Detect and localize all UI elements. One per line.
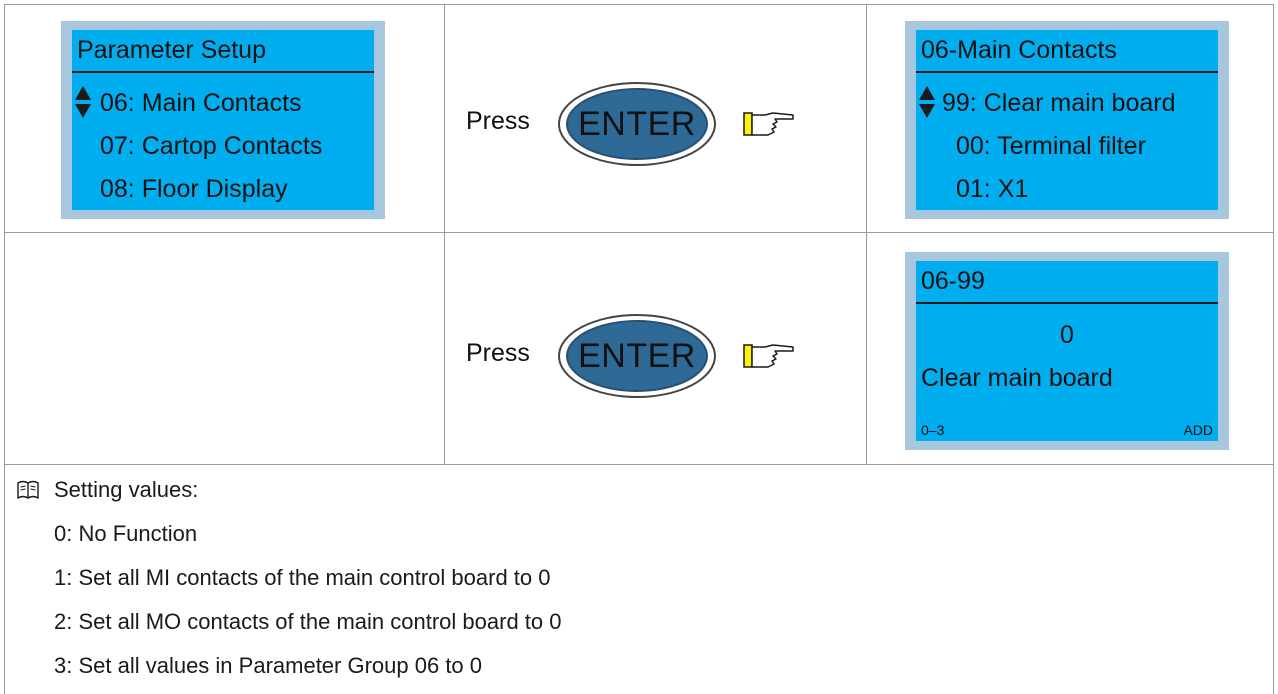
note-item: 1: Set all MI contacts of the main contr…	[54, 565, 551, 590]
menu-item-06[interactable]: 06: Main Contacts	[100, 89, 302, 118]
lcd-parameter-06-99: 06-99 0 Clear main board 0–3 ADD	[905, 252, 1229, 450]
menu-item-code: 01:	[956, 175, 991, 203]
menu-item-00[interactable]: 00: Terminal filter	[956, 132, 1146, 161]
menu-item-label: Clear main board	[983, 89, 1176, 117]
press-label: Press	[466, 107, 530, 135]
enter-button[interactable]: ENTER	[558, 82, 716, 166]
menu-item-07[interactable]: 07: Cartop Contacts	[100, 132, 322, 161]
pointing-hand-icon	[743, 344, 794, 368]
press-label: Press	[466, 339, 530, 367]
menu-item-label: X1	[997, 175, 1029, 203]
parameter-name: Clear main board	[921, 364, 1113, 392]
mode-indicator: ADD	[1183, 422, 1213, 438]
menu-item-label: Cartop Contacts	[141, 132, 323, 160]
column-divider	[866, 4, 867, 464]
column-divider	[444, 4, 445, 464]
lcd-title: 06-Main Contacts	[921, 36, 1117, 64]
note-item: 2: Set all MO contacts of the main contr…	[54, 609, 562, 634]
up-down-arrow-icon	[919, 86, 935, 118]
enter-button[interactable]: ENTER	[558, 314, 716, 398]
lcd-main-contacts: 06-Main Contacts 99: Clear main board 00…	[905, 21, 1229, 219]
menu-item-label: Terminal filter	[997, 132, 1146, 160]
lcd-parameter-setup: Parameter Setup 06: Main Contacts 07: Ca…	[61, 21, 385, 219]
enter-button-label: ENTER	[578, 336, 696, 375]
book-icon	[17, 480, 39, 499]
lcd-title: 06-99	[921, 267, 985, 295]
parameter-value: 0	[1060, 321, 1074, 349]
lcd-title-rule	[916, 302, 1218, 304]
note-item: 3: Set all values in Parameter Group 06 …	[54, 653, 483, 678]
menu-item-label: Floor Display	[141, 175, 288, 203]
lcd-title: Parameter Setup	[77, 36, 266, 64]
up-down-arrow-icon	[75, 86, 91, 118]
menu-item-code: 08:	[100, 175, 135, 203]
enter-button-label: ENTER	[578, 104, 696, 143]
note-item: 0: No Function	[54, 521, 198, 546]
menu-item-01[interactable]: 01: X1	[956, 175, 1028, 204]
notes-heading: Setting values:	[54, 477, 199, 502]
pointing-hand-icon	[743, 112, 794, 136]
table-frame	[4, 4, 1274, 694]
menu-item-label: Main Contacts	[141, 89, 302, 117]
menu-item-code: 99:	[942, 89, 977, 117]
menu-item-08[interactable]: 08: Floor Display	[100, 175, 288, 204]
value-range: 0–3	[921, 422, 945, 438]
lcd-title-rule	[72, 71, 374, 73]
menu-item-code: 06:	[100, 89, 135, 117]
menu-item-99[interactable]: 99: Clear main board	[942, 89, 1175, 118]
row-divider	[4, 232, 1274, 233]
row-divider	[4, 464, 1274, 465]
menu-item-code: 07:	[100, 132, 135, 160]
menu-item-code: 00:	[956, 132, 991, 160]
lcd-title-rule	[916, 71, 1218, 73]
